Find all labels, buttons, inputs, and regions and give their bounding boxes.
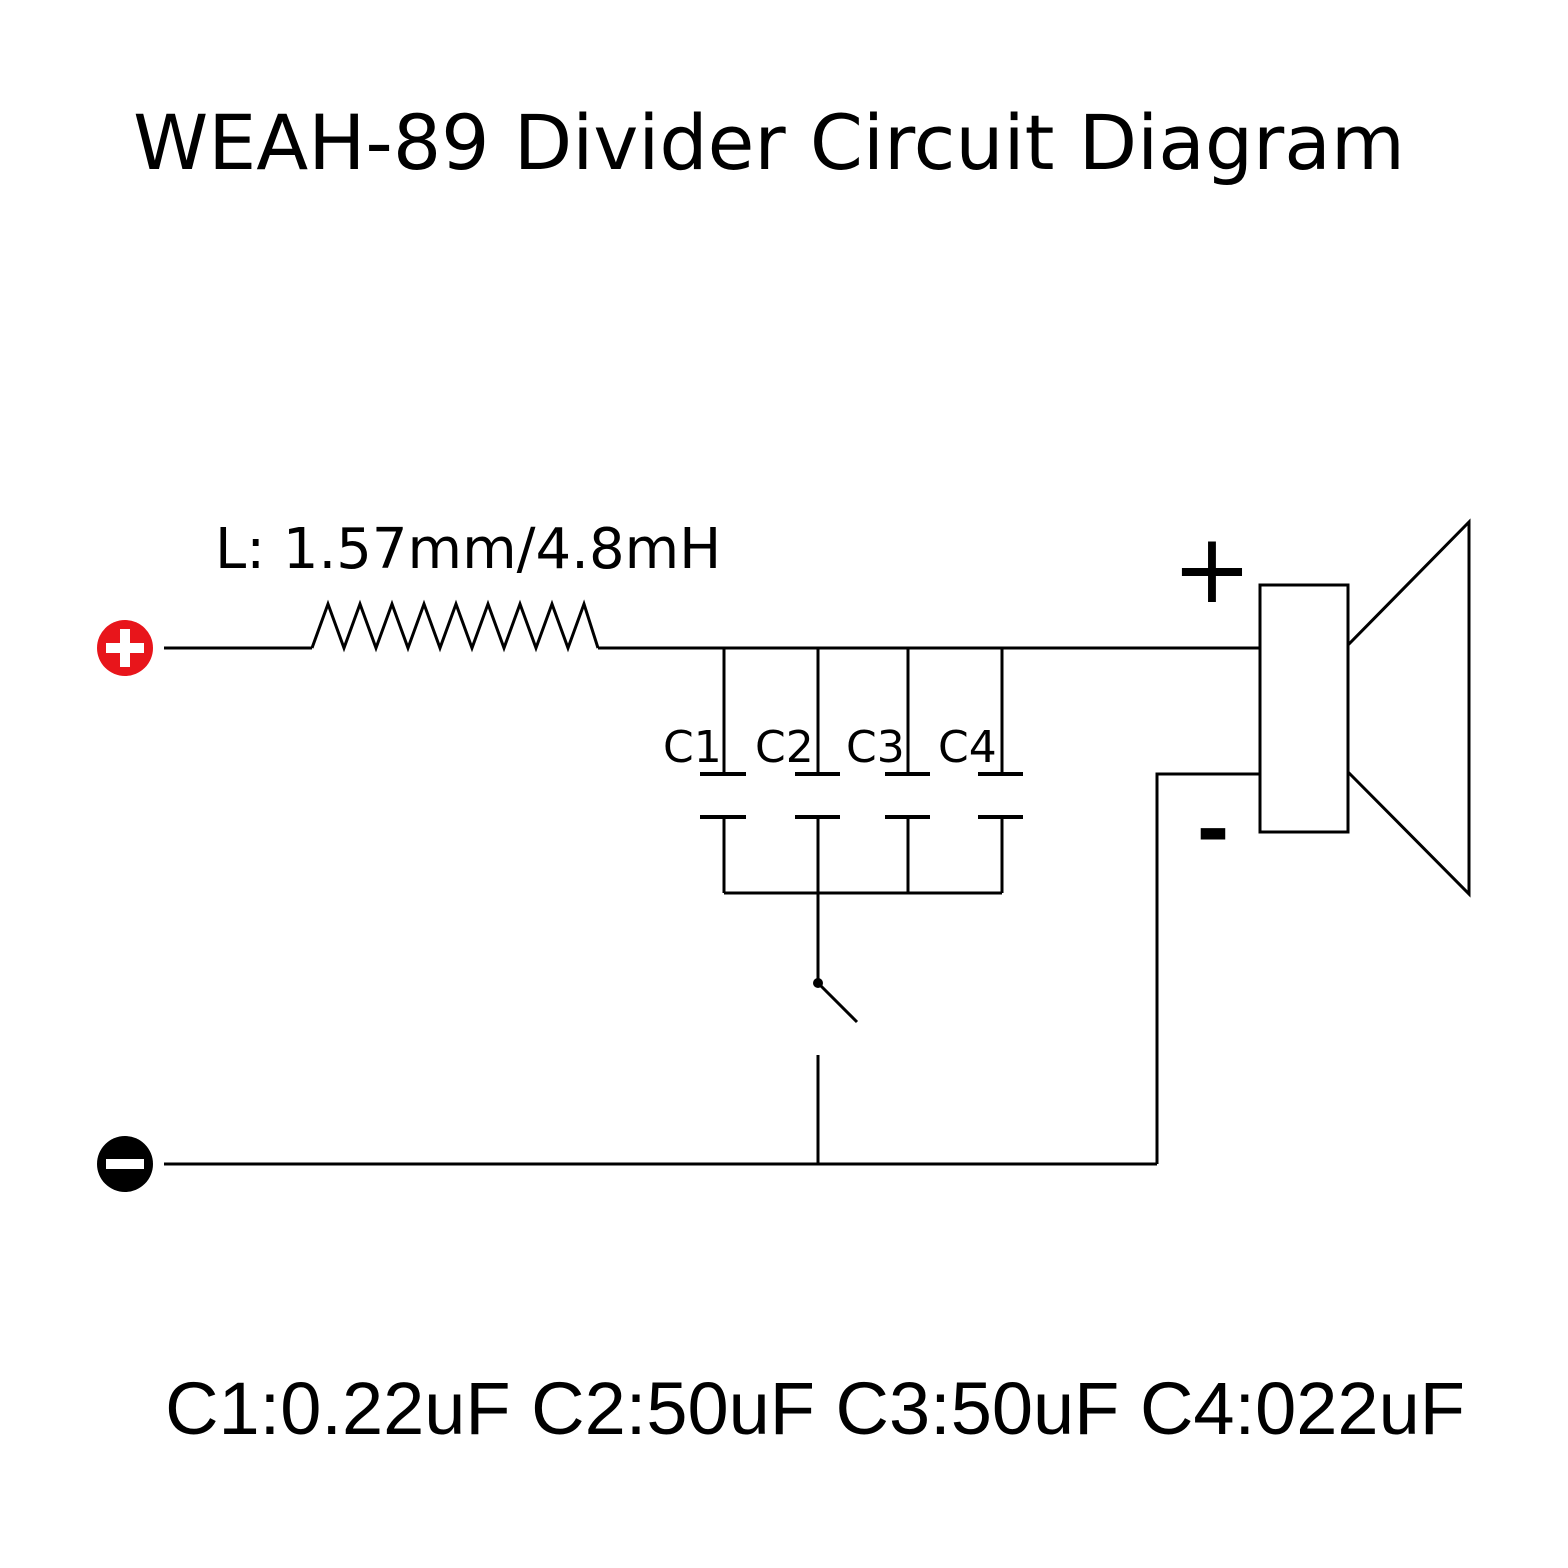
capacitor-label-c3: C3	[846, 722, 905, 773]
capacitor-bank	[700, 648, 1023, 983]
capacitor-label-c4: C4	[938, 722, 997, 773]
component-values: C1:0.22uF C2:50uF C3:50uF C4:022uF	[165, 1367, 1465, 1450]
inductor-label: L: 1.57mm/4.8mH	[215, 517, 721, 582]
selector-switch[interactable]	[813, 978, 859, 1164]
speaker-negative-wire	[1155, 772, 1260, 1164]
speaker-plus-sign: +	[1172, 513, 1252, 625]
capacitor-label-c1: C1	[663, 722, 722, 773]
diagram-title: WEAH-89 Divider Circuit Diagram	[133, 98, 1405, 187]
speaker-minus-sign: -	[1196, 783, 1229, 876]
speaker-icon	[1258, 518, 1471, 898]
inductor-zigzag	[310, 599, 600, 653]
negative-terminal-icon	[97, 1136, 153, 1192]
positive-terminal-icon	[97, 620, 153, 676]
capacitor-label-c2: C2	[755, 722, 814, 773]
